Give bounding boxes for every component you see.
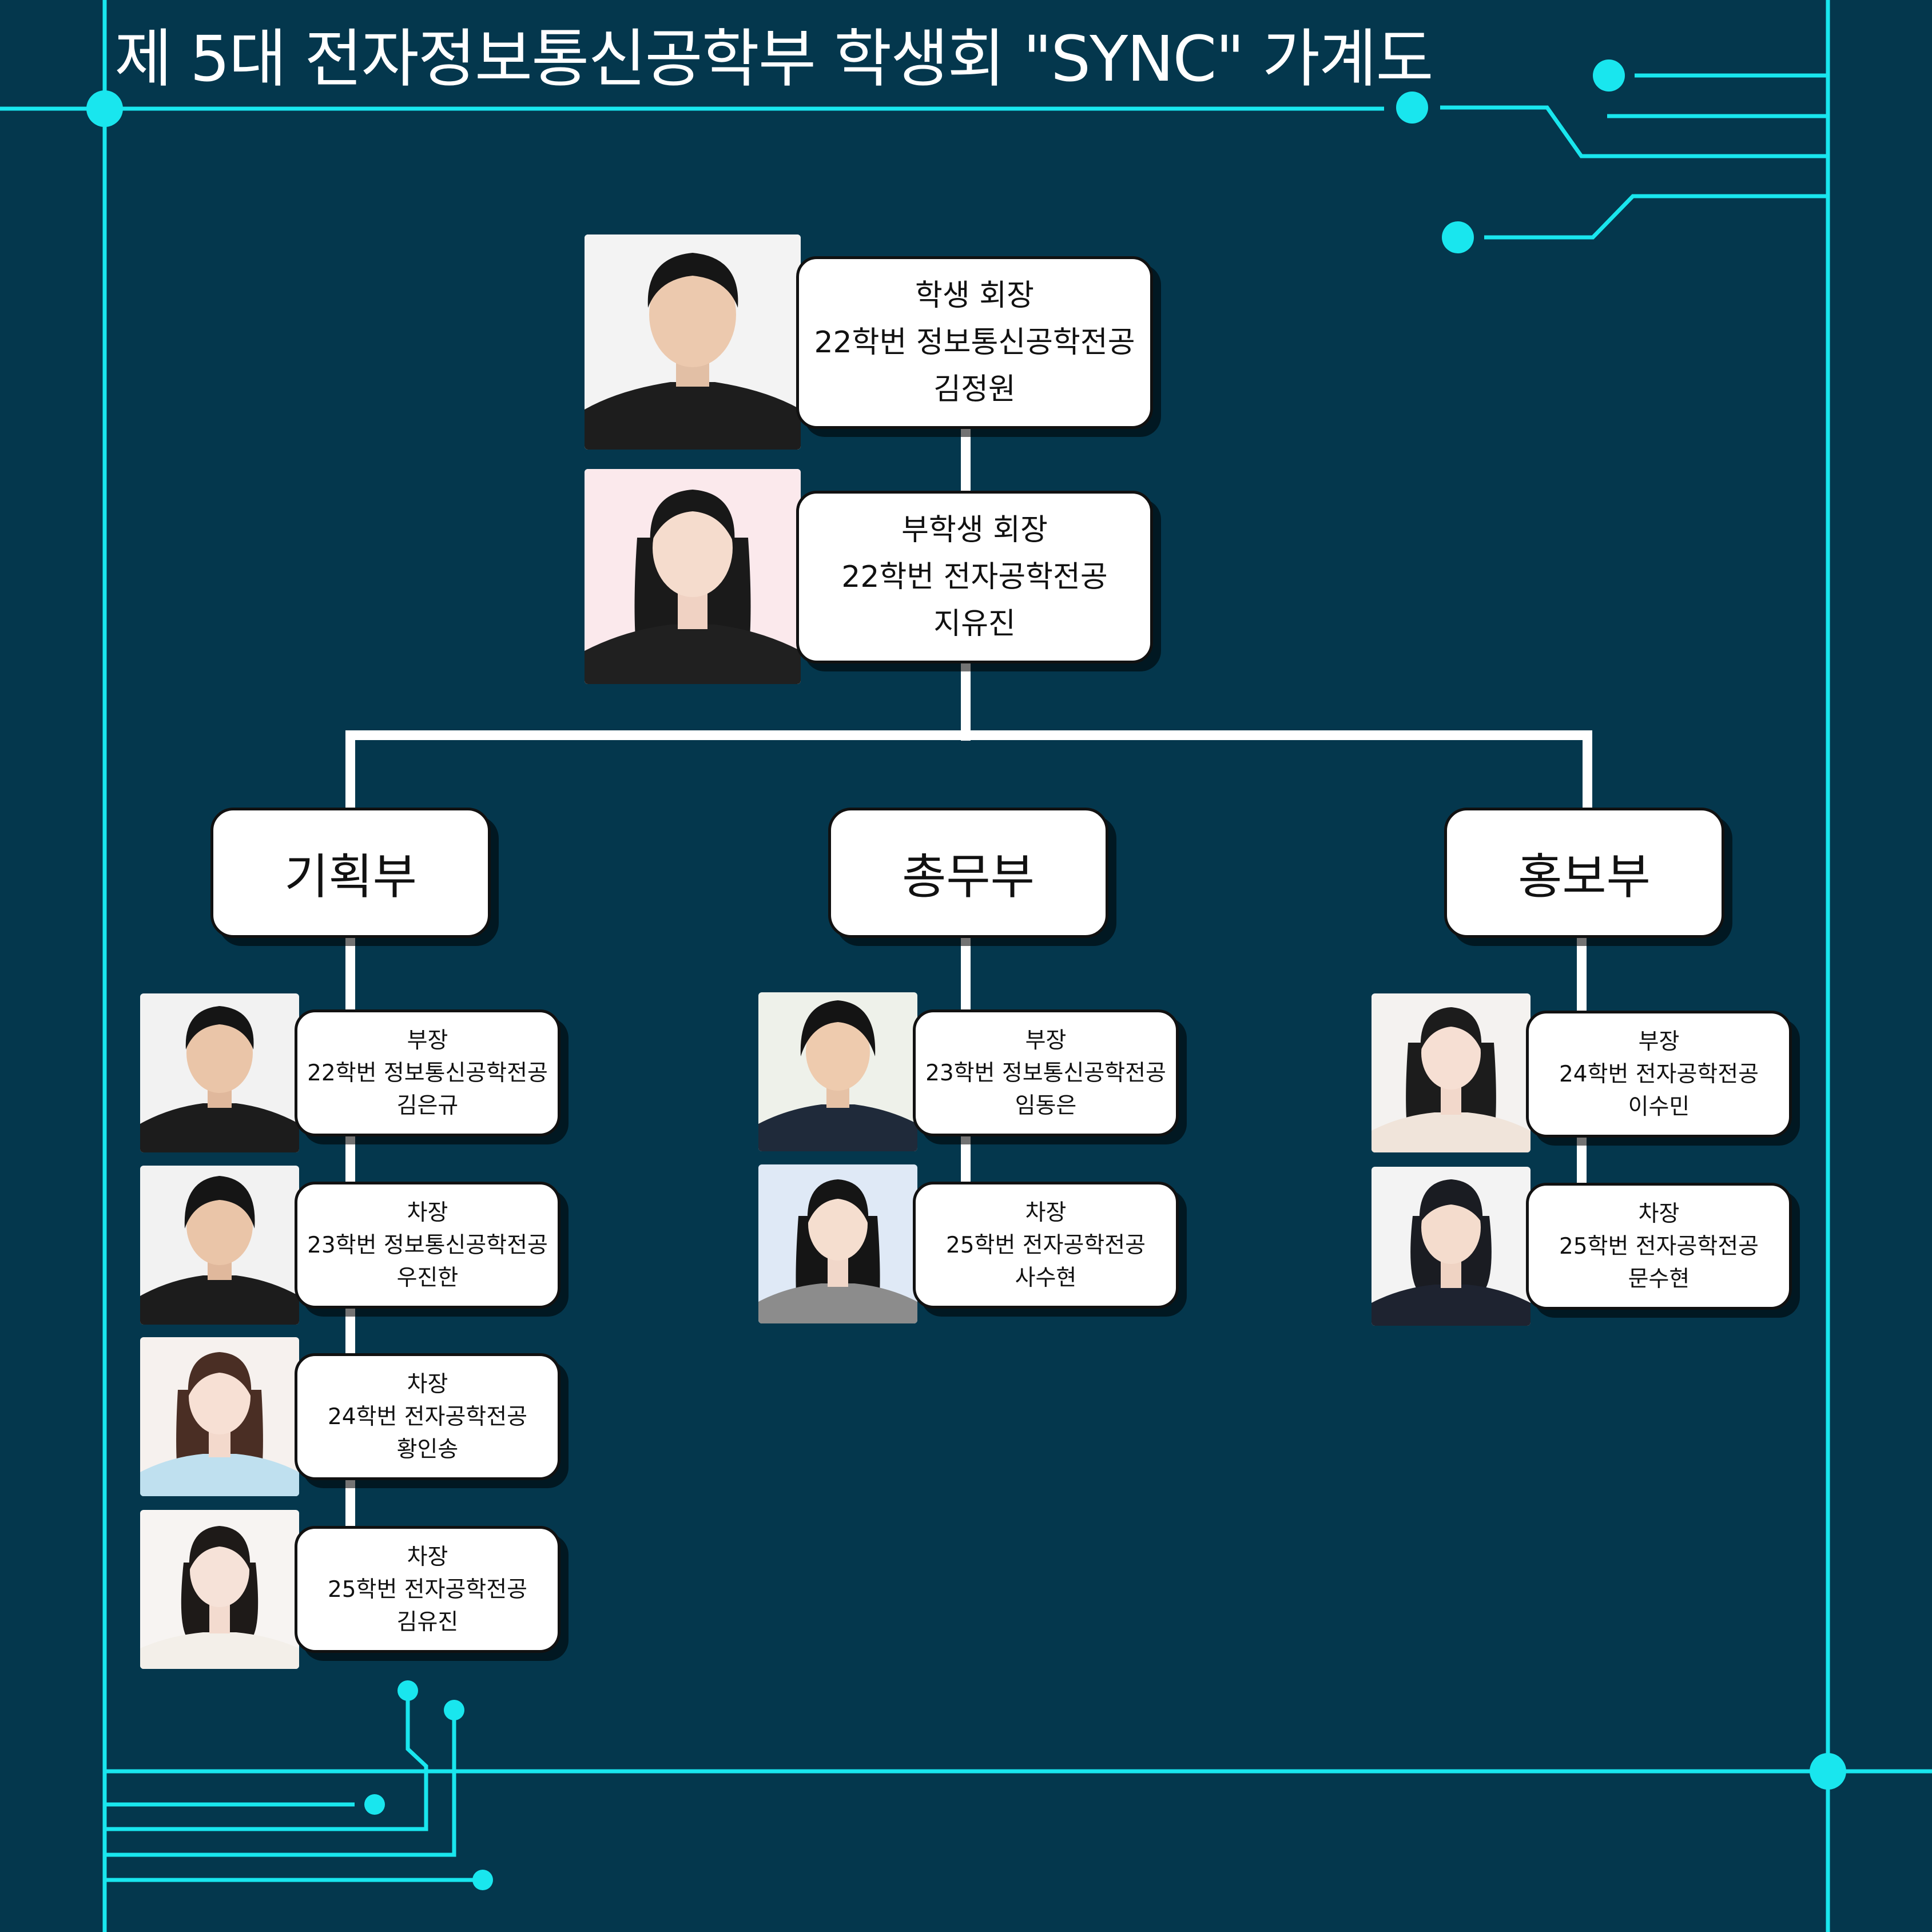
connector-line xyxy=(345,730,1592,740)
name-label: 김은규 xyxy=(396,1092,459,1119)
major-label: 23학번 정보통신공학전공 xyxy=(307,1232,548,1258)
member-card: 부장 22학번 정보통신공학전공 김은규 xyxy=(295,1009,560,1136)
photo-president xyxy=(585,234,801,450)
name-label: 황인송 xyxy=(396,1436,459,1462)
department-promotion: 홍보부 xyxy=(1444,808,1724,938)
photo-member xyxy=(140,1166,299,1325)
president-card: 학생 회장 22학번 정보통신공학전공 김정원 xyxy=(796,256,1153,429)
member-card: 차장 25학번 전자공학전공 문수현 xyxy=(1526,1183,1792,1310)
major-label: 22학번 정보통신공학전공 xyxy=(814,325,1135,360)
connector-line xyxy=(345,730,355,808)
member-card: 차장 25학번 전자공학전공 김유진 xyxy=(295,1526,560,1653)
role-label: 부장 xyxy=(407,1027,448,1054)
name-label: 사수현 xyxy=(1015,1265,1077,1291)
role-label: 부장 xyxy=(1638,1028,1680,1055)
major-label: 25학번 전자공학전공 xyxy=(1559,1233,1759,1259)
role-label: 차장 xyxy=(407,1371,448,1397)
department-planning: 기획부 xyxy=(210,808,491,938)
role-label: 차장 xyxy=(1025,1199,1067,1226)
role-label: 차장 xyxy=(407,1199,448,1226)
member-card: 부장 24학번 전자공학전공 이수민 xyxy=(1526,1011,1792,1138)
role-label: 부장 xyxy=(1025,1027,1067,1054)
photo-member xyxy=(1372,1167,1531,1326)
member-card: 부장 23학번 정보통신공학전공 임동은 xyxy=(913,1009,1179,1136)
chart-title: 제 5대 전자정보통신공학부 학생회 "SYNC" 가계도 xyxy=(114,22,1434,96)
role-label: 차장 xyxy=(407,1544,448,1570)
name-label: 김유진 xyxy=(396,1609,459,1635)
member-card: 차장 23학번 정보통신공학전공 우진한 xyxy=(295,1182,560,1309)
major-label: 22학번 정보통신공학전공 xyxy=(307,1060,548,1086)
major-label: 25학번 전자공학전공 xyxy=(945,1232,1146,1258)
major-label: 24학번 전자공학전공 xyxy=(1559,1061,1759,1087)
name-label: 지유진 xyxy=(933,607,1016,641)
name-label: 이수민 xyxy=(1628,1094,1690,1120)
major-label: 25학번 전자공학전공 xyxy=(327,1576,528,1603)
role-label: 부학생 회장 xyxy=(901,513,1048,547)
photo-member xyxy=(140,1337,299,1496)
name-label: 문수현 xyxy=(1628,1266,1690,1292)
photo-member xyxy=(758,992,917,1151)
name-label: 우진한 xyxy=(396,1265,459,1291)
name-label: 김정원 xyxy=(933,372,1016,407)
member-card: 차장 24학번 전자공학전공 황인송 xyxy=(295,1353,560,1480)
photo-member xyxy=(140,1510,299,1669)
photo-member xyxy=(140,993,299,1152)
connector-line xyxy=(961,426,971,495)
photo-vice-president xyxy=(585,469,801,684)
role-label: 학생 회장 xyxy=(915,279,1034,313)
member-card: 차장 25학번 전자공학전공 사수현 xyxy=(913,1182,1179,1309)
photo-member xyxy=(758,1164,917,1323)
major-label: 22학번 전자공학전공 xyxy=(841,560,1108,594)
major-label: 23학번 정보통신공학전공 xyxy=(925,1060,1166,1086)
vice-president-card: 부학생 회장 22학번 전자공학전공 지유진 xyxy=(796,491,1153,663)
role-label: 차장 xyxy=(1638,1200,1680,1227)
connector-line xyxy=(1583,730,1592,808)
name-label: 임동은 xyxy=(1015,1092,1077,1119)
connector-line xyxy=(961,663,971,741)
major-label: 24학번 전자공학전공 xyxy=(327,1404,528,1430)
department-general-affairs: 총무부 xyxy=(828,808,1108,938)
photo-member xyxy=(1372,993,1531,1152)
